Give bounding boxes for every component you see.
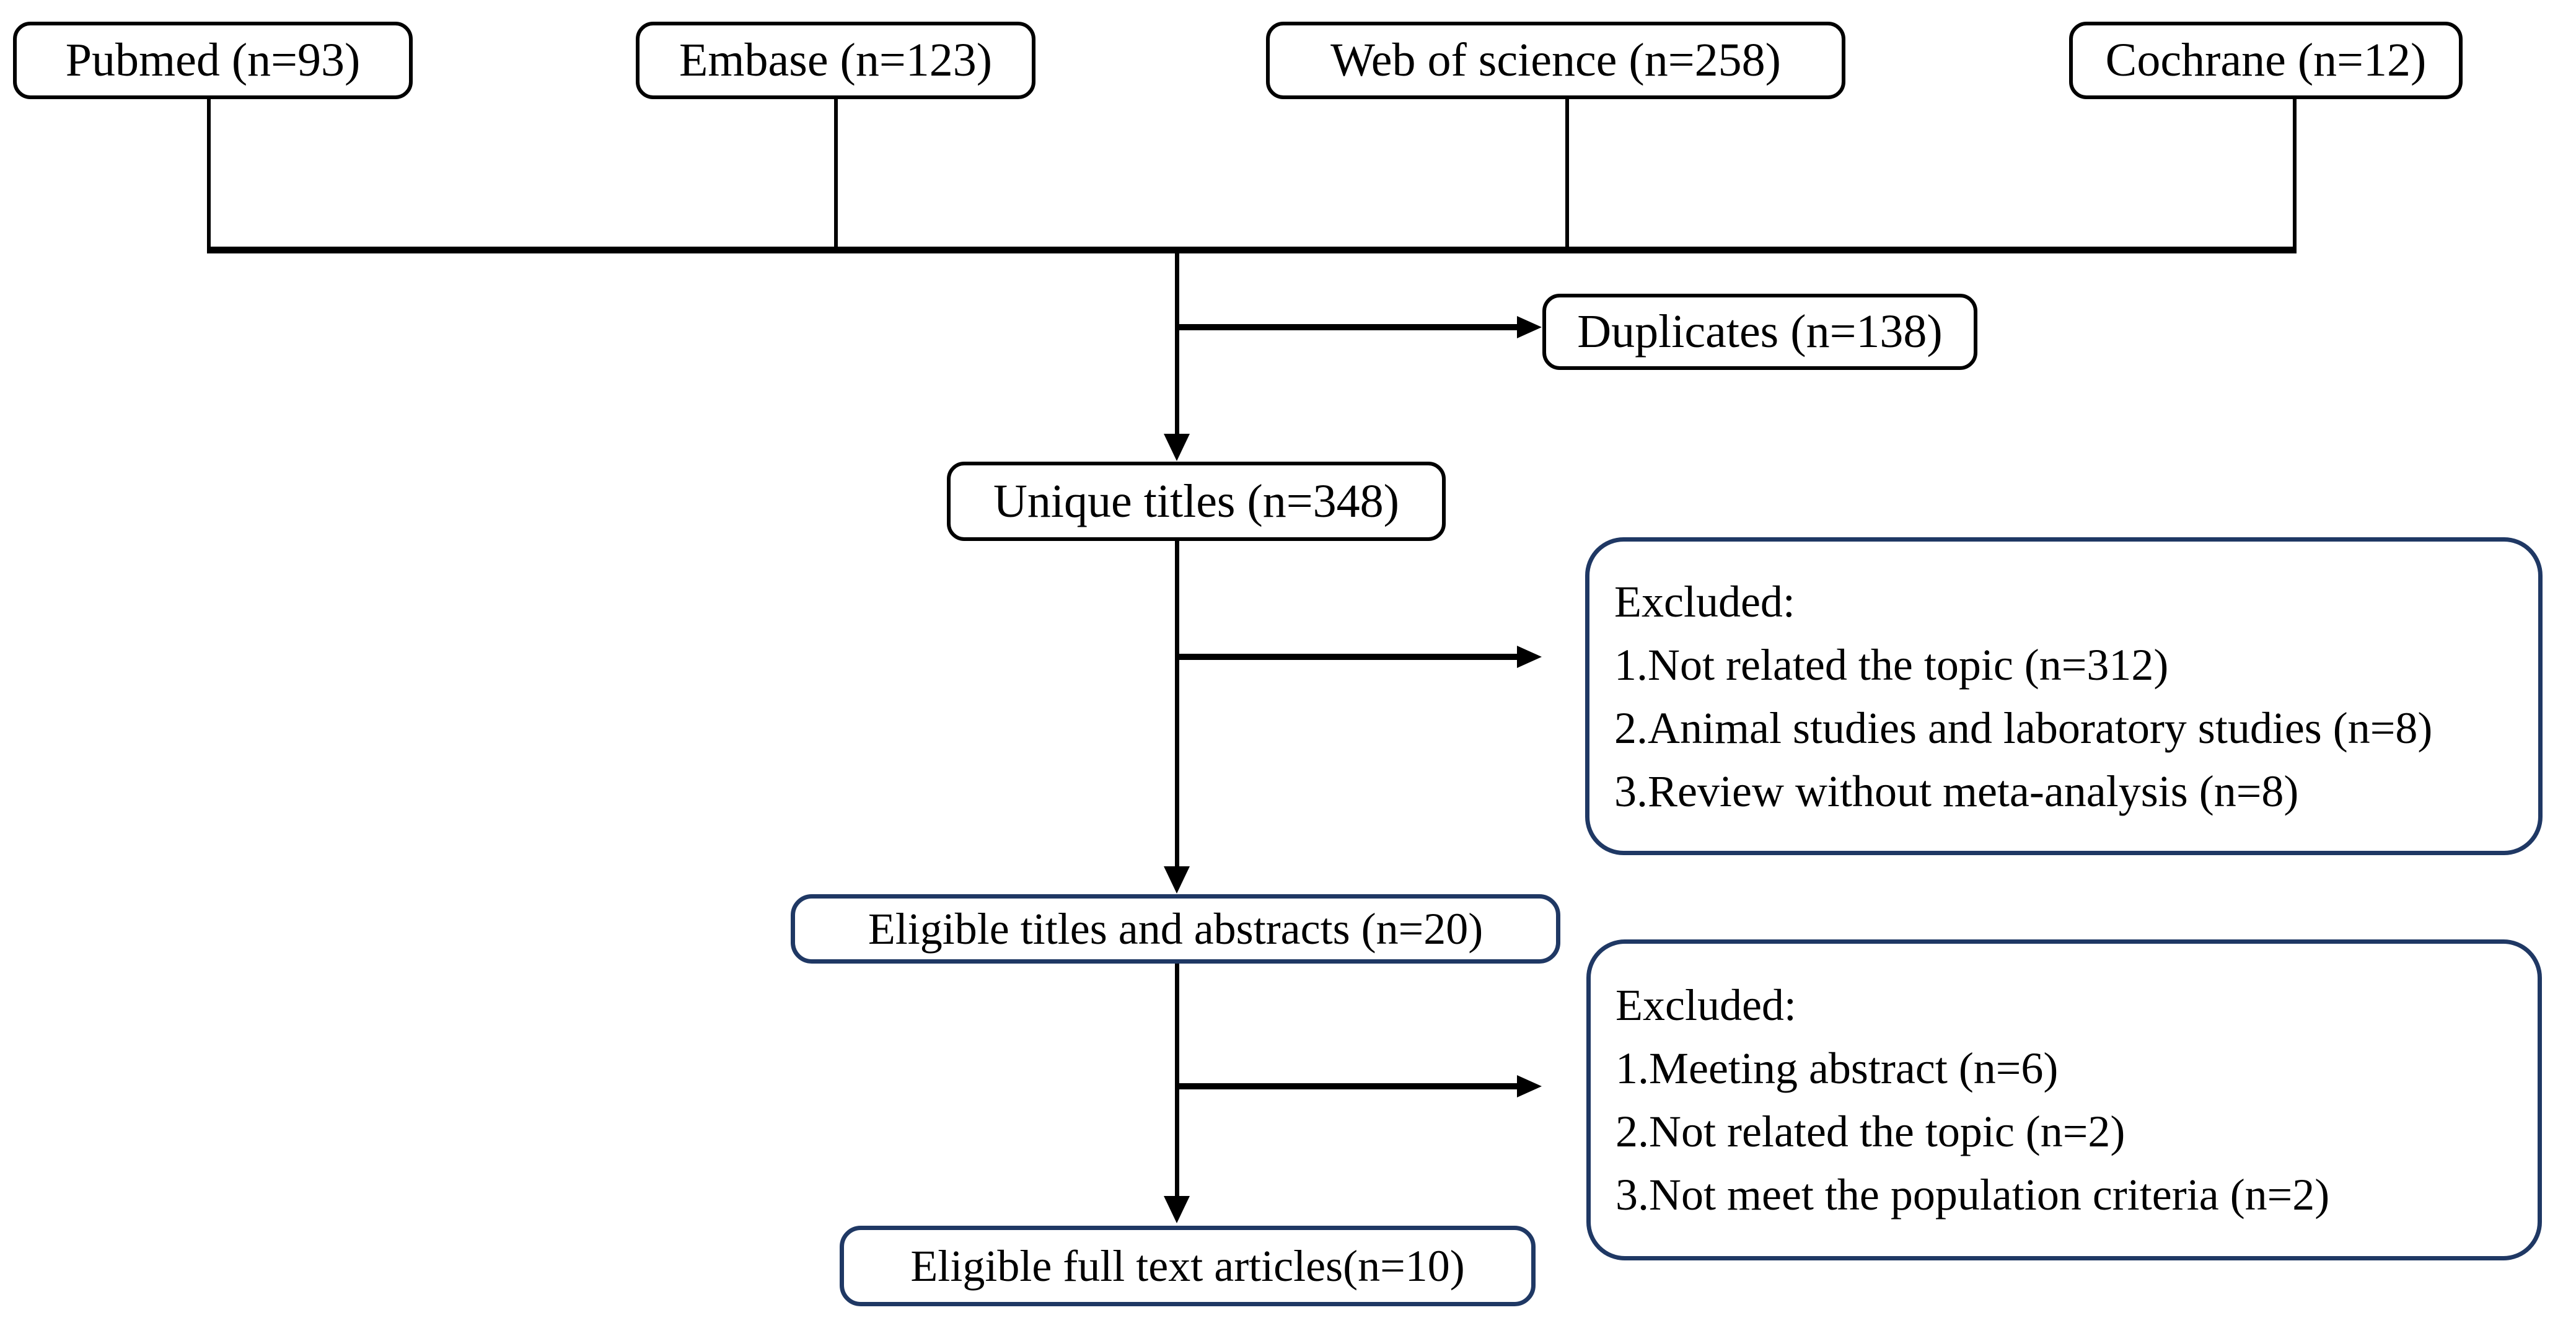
eligible-titles-box: Eligible titles and abstracts (n=20) <box>791 894 1560 964</box>
connector-pubmed-stub <box>207 98 211 250</box>
connector-duplicates-branch <box>1175 324 1517 330</box>
arrowhead-right-excluded-1 <box>1517 646 1542 668</box>
source-box-embase: Embase (n=123) <box>636 22 1035 99</box>
arrowhead-right-excluded-2 <box>1517 1075 1542 1097</box>
excluded-1-item: 1.Not related the topic (n=312) <box>1614 640 2169 690</box>
excluded-2-item: 2.Not related the topic (n=2) <box>1615 1107 2125 1156</box>
excluded-2-item: 1.Meeting abstract (n=6) <box>1615 1044 2059 1093</box>
arrowhead-down-eligible-titles <box>1164 866 1190 894</box>
connector-main-segment-3 <box>1175 964 1179 1196</box>
connector-excluded-1-branch <box>1175 654 1517 660</box>
excluded-2-heading: Excluded: <box>1615 980 1796 1030</box>
connector-main-segment-2 <box>1175 541 1179 869</box>
connector-embase-stub <box>834 98 838 250</box>
excluded-1-heading: Excluded: <box>1614 576 1795 626</box>
connector-collector-line <box>207 247 2297 253</box>
arrowhead-right-duplicates <box>1517 316 1542 338</box>
excluded-1-item: 3.Review without meta-analysis (n=8) <box>1614 766 2299 816</box>
connector-main-segment-1 <box>1175 250 1179 435</box>
unique-titles-box: Unique titles (n=348) <box>947 462 1446 541</box>
excluded-2-item: 3.Not meet the population criteria (n=2) <box>1615 1170 2330 1220</box>
source-box-pubmed: Pubmed (n=93) <box>13 22 413 99</box>
source-box-cochrane: Cochrane (n=12) <box>2069 22 2463 99</box>
connector-cochrane-stub <box>2293 98 2297 250</box>
duplicates-box: Duplicates (n=138) <box>1542 294 1977 370</box>
source-box-web-of-science: Web of science (n=258) <box>1266 22 1845 99</box>
connector-excluded-2-branch <box>1175 1083 1517 1089</box>
arrowhead-down-eligible-full-text <box>1164 1196 1190 1223</box>
excluded-box-1: Excluded: 1.Not related the topic (n=312… <box>1585 537 2543 855</box>
excluded-box-2: Excluded: 1.Meeting abstract (n=6) 2.Not… <box>1586 939 2542 1260</box>
eligible-full-text-box: Eligible full text articles(n=10) <box>840 1226 1536 1306</box>
arrowhead-down-unique-titles <box>1164 434 1190 461</box>
connector-web-of-science-stub <box>1565 98 1569 250</box>
excluded-1-item: 2.Animal studies and laboratory studies … <box>1614 703 2433 753</box>
